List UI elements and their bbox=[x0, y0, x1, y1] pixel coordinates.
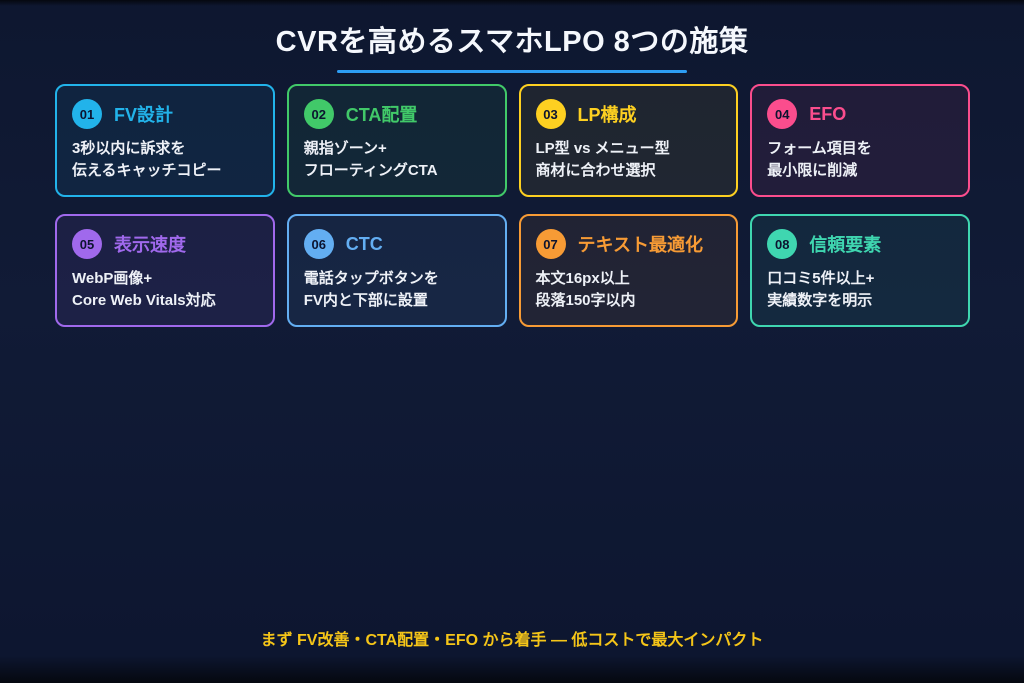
card-description: フォーム項目を 最小限に削減 bbox=[767, 138, 953, 182]
card-title: 信頼要素 bbox=[809, 235, 882, 255]
card-page-speed: 05 表示速度 WebP画像+ Core Web Vitals対応 bbox=[55, 214, 275, 327]
card-description-line: フォーム項目を bbox=[767, 140, 872, 157]
title-underline bbox=[337, 70, 687, 73]
card-description-line: Core Web Vitals対応 bbox=[72, 292, 216, 309]
card-description: 親指ゾーン+ フローティングCTA bbox=[304, 138, 490, 182]
card-number-badge: 01 bbox=[72, 99, 102, 129]
card-description: 口コミ5件以上+ 実績数字を明示 bbox=[767, 268, 953, 312]
card-number-badge: 06 bbox=[303, 229, 334, 259]
card-description: 3秒以内に訴求を 伝えるキャッチコピー bbox=[72, 138, 258, 182]
card-title: 表示速度 bbox=[114, 235, 186, 255]
card-header: 05 表示速度 bbox=[72, 229, 258, 259]
card-description: LP型 vs メニュー型 商材に合わせ選択 bbox=[536, 138, 722, 182]
card-description-line: 最小限に削減 bbox=[767, 162, 858, 179]
footer-note: まず FV改善・CTA配置・EFO から着手 — 低コストで最大インパクト bbox=[260, 632, 764, 649]
card-title: CTC bbox=[345, 233, 383, 254]
card-description-line: 3秒以内に訴求を bbox=[72, 140, 186, 157]
card-description-line: 電話タップボタンを bbox=[303, 270, 439, 287]
card-description-line: 口コミ5件以上+ bbox=[767, 270, 875, 287]
card-title: テキスト最適化 bbox=[577, 235, 703, 255]
cards-grid: 01 FV設計 3秒以内に訴求を 伝えるキャッチコピー 02 CTA配置 親指ゾ… bbox=[55, 84, 970, 327]
card-description-line: フローティングCTA bbox=[303, 162, 438, 179]
card-number-badge: 02 bbox=[303, 99, 334, 129]
card-description: WebP画像+ Core Web Vitals対応 bbox=[72, 268, 258, 312]
card-description-line: FV内と下部に設置 bbox=[303, 292, 428, 309]
card-number-badge: 04 bbox=[767, 99, 798, 129]
card-title: EFO bbox=[809, 103, 847, 124]
header: CVRを高めるスマホLPO 8つの施策 bbox=[0, 0, 1024, 73]
card-header: 04 EFO bbox=[767, 99, 953, 129]
card-title: CTA配置 bbox=[345, 105, 418, 125]
card-header: 03 LP構成 bbox=[535, 99, 722, 129]
card-header: 02 CTA配置 bbox=[303, 99, 490, 129]
card-number-badge: 07 bbox=[535, 229, 566, 259]
card-description-line: LP型 vs メニュー型 bbox=[535, 140, 670, 157]
card-description-line: 伝えるキャッチコピー bbox=[72, 162, 222, 179]
card-cta-placement: 02 CTA配置 親指ゾーン+ フローティングCTA bbox=[286, 84, 507, 197]
card-header: 06 CTC bbox=[303, 229, 490, 259]
page-title: CVRを高めるスマホLPO 8つの施策 bbox=[275, 26, 749, 58]
card-efo: 04 EFO フォーム項目を 最小限に削減 bbox=[750, 84, 970, 197]
card-number-badge: 05 bbox=[72, 229, 102, 259]
card-header: 08 信頼要素 bbox=[767, 229, 953, 259]
card-header: 07 テキスト最適化 bbox=[535, 229, 722, 259]
card-description: 電話タップボタンを FV内と下部に設置 bbox=[304, 268, 490, 312]
card-fv-design: 01 FV設計 3秒以内に訴求を 伝えるキャッチコピー bbox=[55, 84, 275, 197]
card-description-line: 親指ゾーン+ bbox=[303, 140, 387, 157]
card-trust-elements: 08 信頼要素 口コミ5件以上+ 実績数字を明示 bbox=[750, 214, 970, 327]
card-description: 本文16px以上 段落150字以内 bbox=[536, 268, 722, 312]
card-description-line: 商材に合わせ選択 bbox=[535, 162, 656, 179]
card-title: LP構成 bbox=[577, 105, 637, 125]
card-number-badge: 08 bbox=[767, 229, 798, 259]
card-description-line: 本文16px以上 bbox=[535, 270, 630, 287]
card-lp-structure: 03 LP構成 LP型 vs メニュー型 商材に合わせ選択 bbox=[518, 84, 739, 197]
card-description-line: WebP画像+ bbox=[72, 270, 153, 287]
card-title: FV設計 bbox=[114, 105, 174, 125]
card-ctc: 06 CTC 電話タップボタンを FV内と下部に設置 bbox=[286, 214, 507, 327]
card-number-badge: 03 bbox=[535, 99, 566, 129]
card-header: 01 FV設計 bbox=[72, 99, 258, 129]
card-text-optimization: 07 テキスト最適化 本文16px以上 段落150字以内 bbox=[518, 214, 739, 327]
card-description-line: 段落150字以内 bbox=[535, 292, 636, 309]
card-description-line: 実績数字を明示 bbox=[767, 292, 873, 309]
